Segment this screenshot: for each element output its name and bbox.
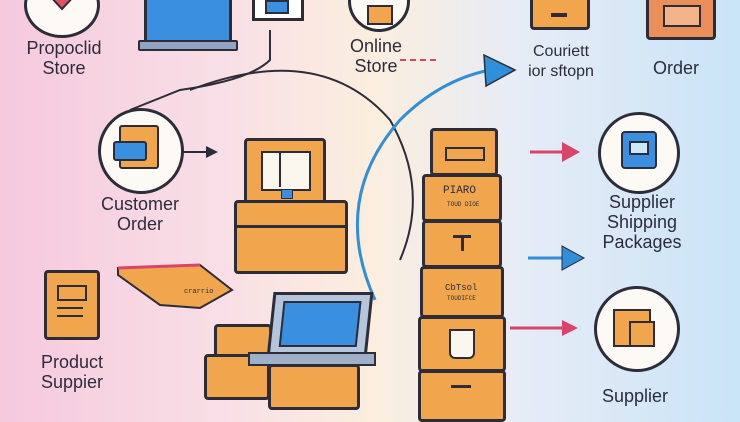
curve-store-to-stack bbox=[129, 30, 271, 111]
label-supplier-bottom: Supplier bbox=[601, 386, 669, 406]
stack-box-5 bbox=[418, 316, 506, 372]
arrow-customer-head bbox=[206, 146, 218, 158]
center-box-group bbox=[234, 138, 348, 274]
arrow-red-1-head bbox=[562, 142, 580, 162]
laptop-top-icon bbox=[138, 0, 238, 51]
box-stack-icon bbox=[613, 309, 655, 347]
card-reader-icon bbox=[621, 131, 657, 169]
crate-label: crarrio bbox=[184, 288, 214, 296]
stack-box-3 bbox=[422, 220, 502, 268]
arrow-red-2-head bbox=[562, 320, 578, 336]
heart-icon bbox=[52, 0, 72, 11]
stack-box-1 bbox=[430, 128, 498, 176]
label-online-store: Online Store bbox=[349, 36, 403, 76]
label-customer-order: Customer Order bbox=[100, 194, 180, 234]
box-label-piaro: PIARO bbox=[443, 185, 477, 197]
laptop-bottom-group bbox=[204, 290, 376, 414]
label-propoclid-store: Propoclid Store bbox=[26, 38, 102, 78]
customer-order-circle bbox=[98, 108, 184, 194]
stack-box-2: PIARO TOUD DIOE bbox=[422, 174, 502, 222]
arrow-blue-mid-head bbox=[561, 245, 586, 271]
curve-blue-arrow bbox=[355, 68, 491, 301]
monitor-icon bbox=[252, 0, 304, 21]
label-supplier-shipping: Supplier Shipping Packages bbox=[602, 192, 682, 252]
cup-icon bbox=[449, 329, 475, 359]
supplier-shipping-circle bbox=[598, 112, 680, 194]
label-couriett: Couriett ior sftopn bbox=[528, 43, 594, 80]
stacked-packages: PIARO TOUD DIOE CbTsol TOUDIFCE bbox=[418, 128, 508, 422]
arrow-product-red bbox=[117, 263, 201, 270]
box-label-cbtsol: CbTsol bbox=[445, 283, 478, 293]
laptop-screen bbox=[266, 292, 374, 358]
product-supplier-card bbox=[44, 270, 100, 340]
label-order: Order bbox=[652, 58, 699, 78]
order-card-icon bbox=[113, 125, 159, 169]
courier-box-icon bbox=[530, 0, 590, 30]
stack-box-6 bbox=[418, 370, 506, 422]
supplier-bottom-circle bbox=[594, 286, 680, 372]
stack-box-4: CbTsol TOUDIFCE bbox=[420, 266, 504, 318]
curve-loop bbox=[189, 69, 414, 261]
blue-arrowhead-top bbox=[483, 53, 517, 88]
box-label-cbtsol-sub: TOUDIFCE bbox=[447, 295, 476, 302]
propoclid-store-circle bbox=[24, 0, 100, 38]
order-box-icon bbox=[646, 0, 716, 40]
box-label-piaro-sub: TOUD DIOE bbox=[447, 201, 480, 208]
package-icon bbox=[367, 5, 393, 25]
label-product-suppier: Product Suppier bbox=[40, 352, 104, 392]
